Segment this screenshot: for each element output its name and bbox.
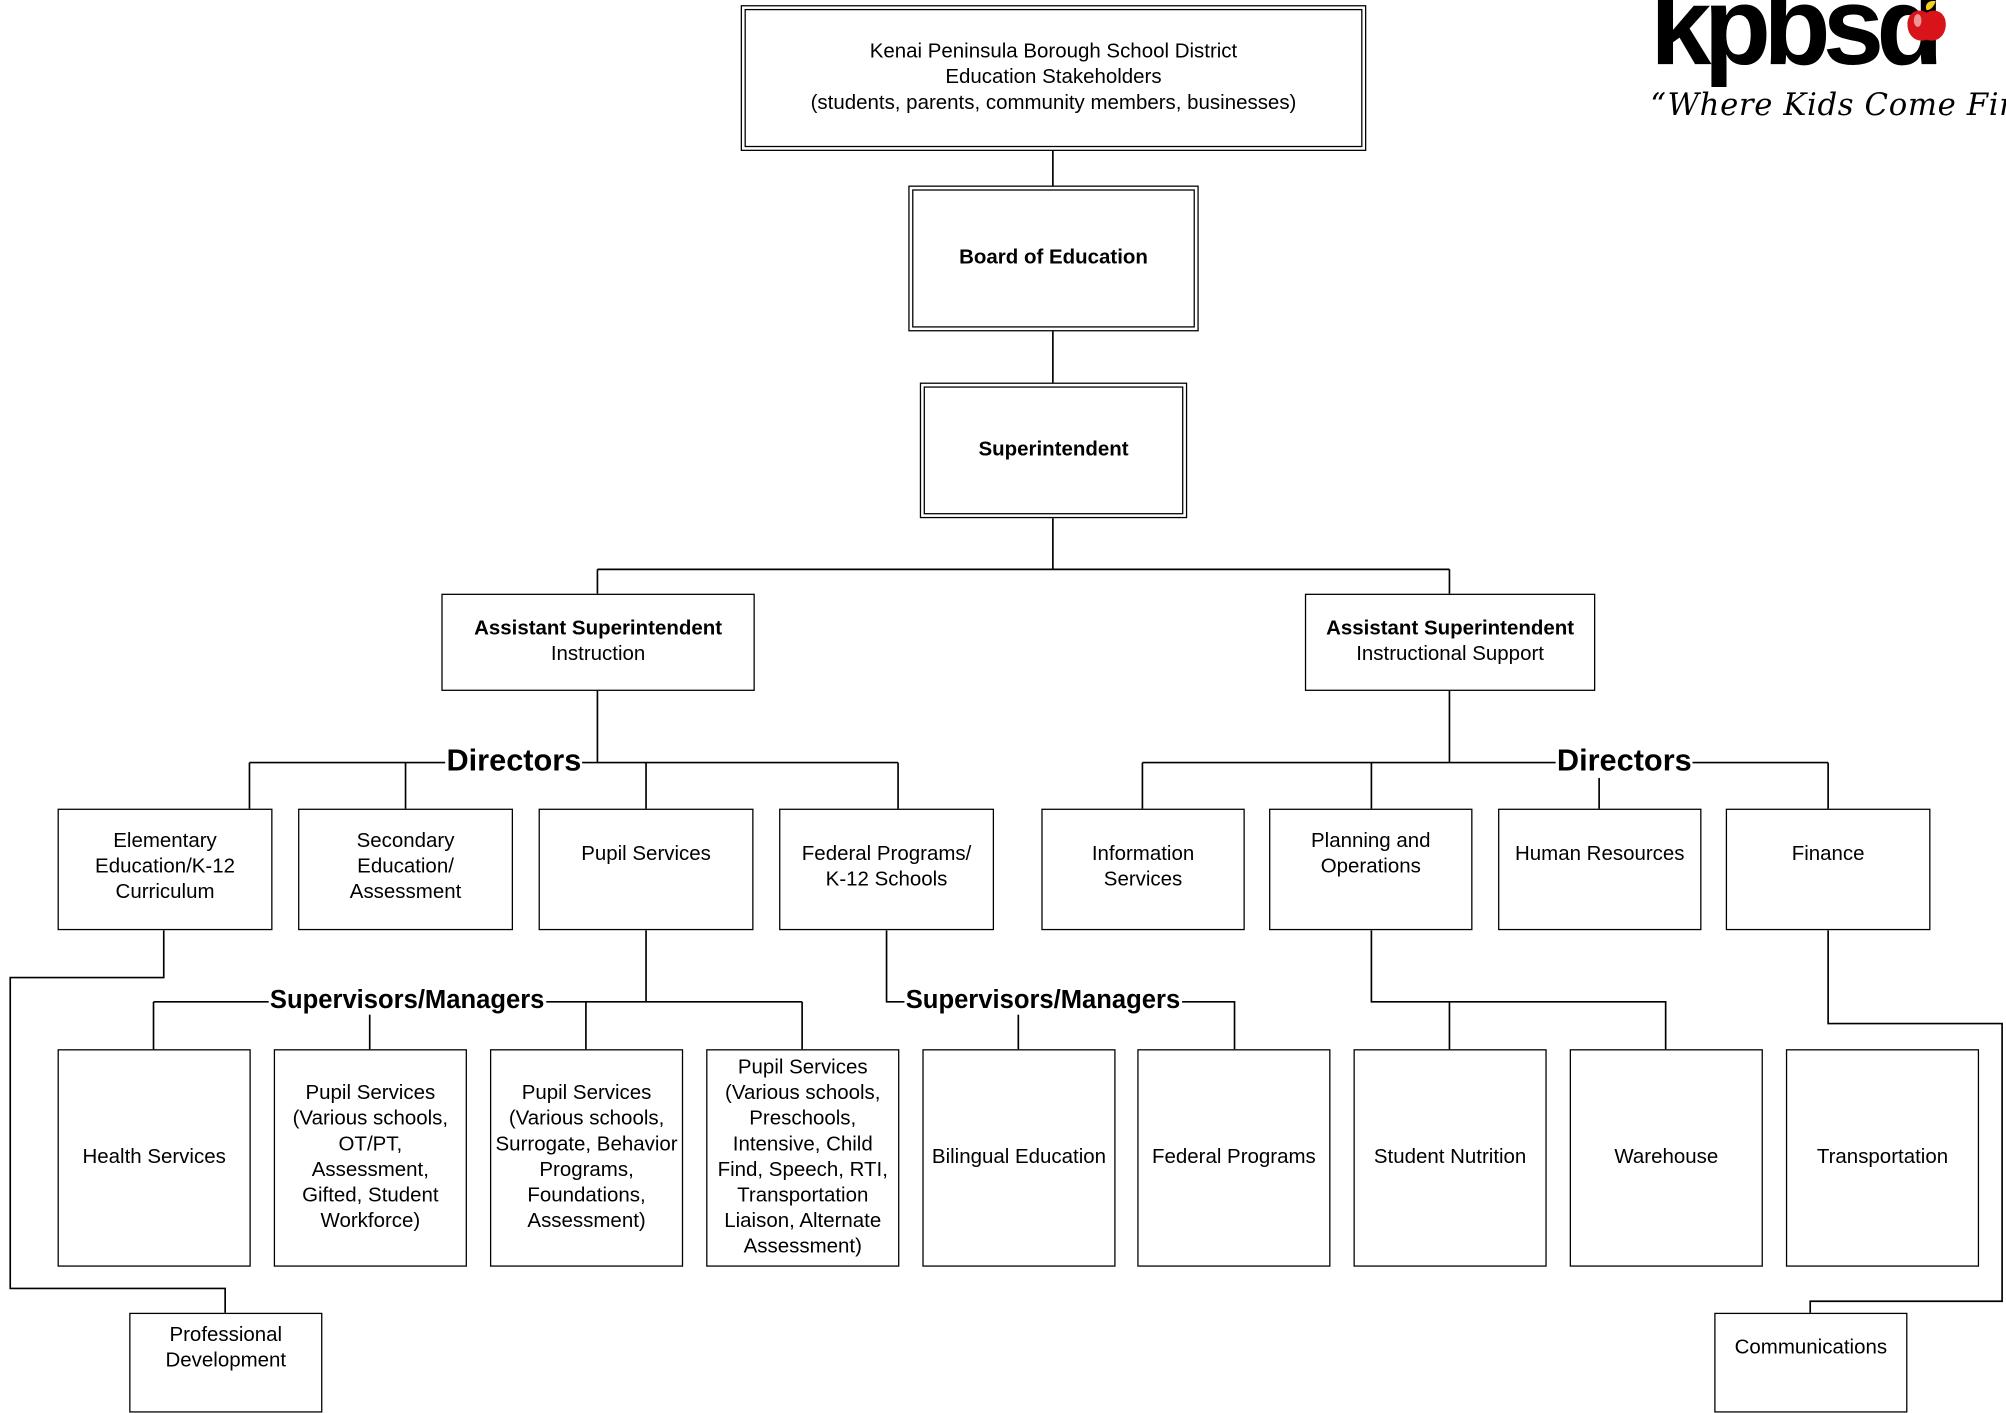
manager-federal-programs-box: Federal Programs xyxy=(1137,1049,1331,1267)
manager-pupil-services-1-box: Pupil Services (Various schools, OT/PT, … xyxy=(273,1049,467,1267)
supervisors-managers-label-left: Supervisors/Managers xyxy=(268,986,546,1015)
director-elementary-box: Elementary Education/K-12 Curriculum xyxy=(57,808,273,931)
director-finance-box: Finance xyxy=(1725,808,1931,931)
connector-superintendent-assistants xyxy=(596,516,1451,594)
assistant-superintendent-instruction-subtitle: Instruction xyxy=(550,643,646,666)
manager-pupil-services-2-box: Pupil Services (Various schools, Surroga… xyxy=(489,1049,684,1267)
assistant-superintendent-support-subtitle: Instructional Support xyxy=(1356,643,1544,666)
manager-bilingual-education-box: Bilingual Education xyxy=(922,1049,1116,1267)
director-planning-operations-box: Planning and Operations xyxy=(1269,808,1473,931)
assistant-superintendent-instruction-box: Assistant Superintendent Instruction xyxy=(441,593,755,691)
communications-box: Communications xyxy=(1714,1312,1908,1413)
director-information-services-box: Information Services xyxy=(1041,808,1245,931)
kpbsd-wordmark: kpbsd xyxy=(1650,0,1943,89)
connector-elementary-professional-development xyxy=(9,930,226,1315)
manager-student-nutrition-box: Student Nutrition xyxy=(1353,1049,1547,1267)
assistant-superintendent-support-box: Assistant Superintendent Instructional S… xyxy=(1304,593,1596,691)
assistant-superintendent-instruction-title: Assistant Superintendent xyxy=(474,617,723,640)
superintendent-box: Superintendent xyxy=(919,382,1188,519)
director-pupil-services-box: Pupil Services xyxy=(538,808,754,931)
kpbsd-tagline: “Where Kids Come First!” xyxy=(1650,87,2006,123)
apple-icon xyxy=(1907,1,1946,41)
assistant-superintendent-support-title: Assistant Superintendent xyxy=(1326,617,1575,640)
directors-label-right: Directors xyxy=(1555,743,1693,778)
manager-transportation-box: Transportation xyxy=(1785,1049,1980,1267)
director-human-resources-box: Human Resources xyxy=(1498,808,1702,931)
manager-health-services-box: Health Services xyxy=(57,1049,251,1267)
professional-development-box: Professional Development xyxy=(129,1312,323,1413)
manager-pupil-services-3-box: Pupil Services (Various schools, Prescho… xyxy=(706,1049,900,1267)
directors-label-left: Directors xyxy=(445,743,583,778)
connector-finance-communications xyxy=(1809,930,2003,1315)
manager-warehouse-box: Warehouse xyxy=(1569,1049,1763,1267)
connector-support-directors xyxy=(1141,690,1829,810)
connector-planning-managers xyxy=(1370,930,1667,1051)
kpbsd-logo: kpbsd “Where Kids Come First!” xyxy=(1648,0,2006,133)
director-federal-programs-box: Federal Programs/ K-12 Schools xyxy=(779,808,995,931)
stakeholders-box: Kenai Peninsula Borough School District … xyxy=(740,5,1367,151)
director-secondary-box: Secondary Education/ Assessment xyxy=(298,808,513,931)
supervisors-managers-label-right: Supervisors/Managers xyxy=(904,986,1182,1015)
board-of-education-box: Board of Education xyxy=(908,185,1199,332)
